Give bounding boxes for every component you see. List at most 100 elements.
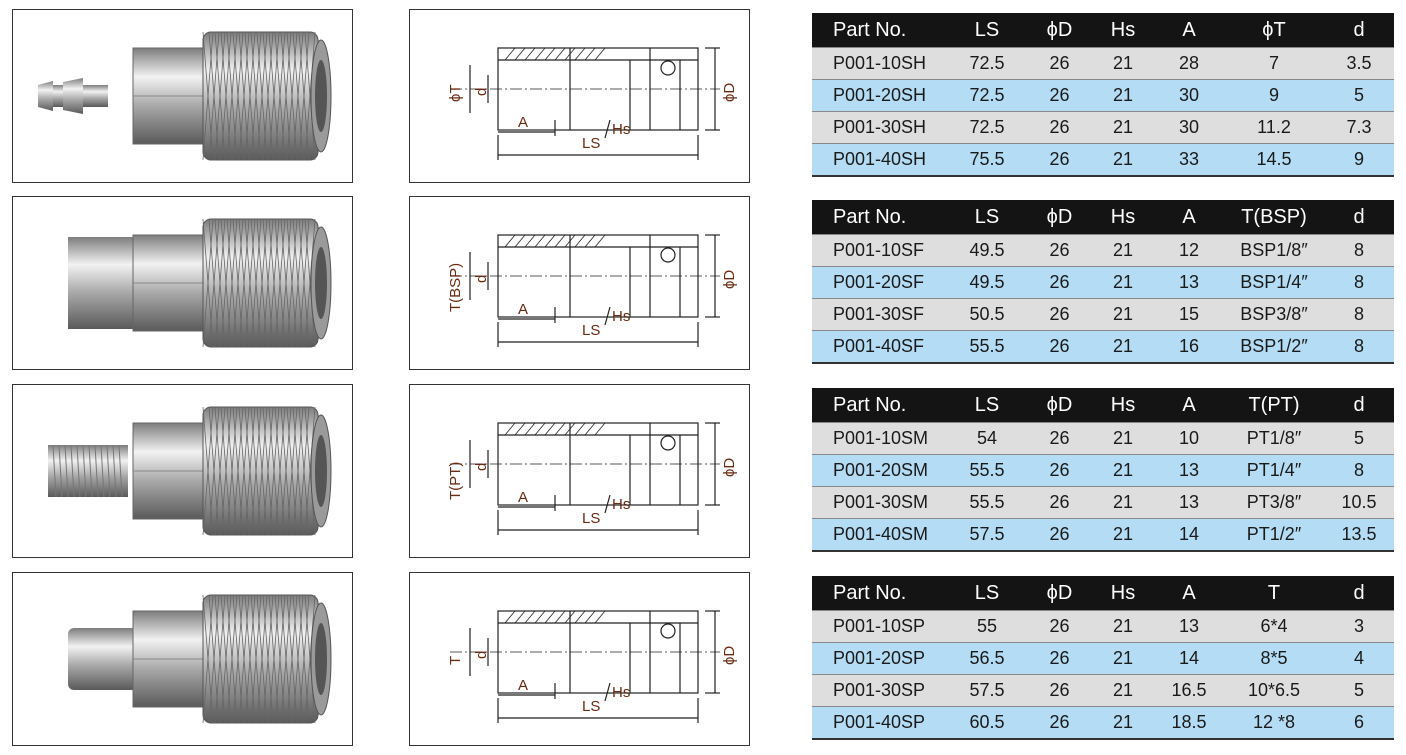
table-cell: 55.5 [947, 454, 1027, 487]
table-cell: 13 [1154, 486, 1224, 519]
table-cell: 5 [1324, 79, 1394, 112]
table-cell: 21 [1092, 610, 1154, 643]
table-cell: 9 [1324, 143, 1394, 176]
table-cell: 30 [1154, 111, 1224, 144]
table-cell: 18.5 [1154, 706, 1224, 739]
column-header: d [1324, 13, 1394, 48]
table-cell: 12 *8 [1224, 706, 1324, 739]
table-cell: 49.5 [947, 234, 1027, 267]
column-header: ϕD [1027, 576, 1092, 611]
technical-drawing-svg [450, 610, 720, 723]
table-cell: 26 [1027, 674, 1092, 707]
table-cell: P001-30SM [812, 486, 947, 519]
table-cell: 55.5 [947, 330, 1027, 363]
table-cell: 4 [1324, 642, 1394, 675]
table-cell: 26 [1027, 706, 1092, 739]
column-header: Part No. [812, 576, 947, 611]
table-cell: 10 [1154, 422, 1224, 455]
table-cell: 13 [1154, 610, 1224, 643]
table-cell: 26 [1027, 266, 1092, 299]
product-photo [12, 196, 353, 370]
table-cell: 72.5 [947, 47, 1027, 80]
table-cell: 7.3 [1324, 111, 1394, 144]
column-header: d [1324, 200, 1394, 235]
table-cell: 8*5 [1224, 642, 1324, 675]
table-cell: 8 [1324, 266, 1394, 299]
table-cell: 26 [1027, 454, 1092, 487]
table-cell: P001-40SP [812, 706, 947, 739]
table-cell: 7 [1224, 47, 1324, 80]
label-hs: Hs [612, 121, 631, 138]
table-cell: PT1/2″ [1224, 518, 1324, 551]
table-cell: 28 [1154, 47, 1224, 80]
column-header: LS [947, 576, 1027, 611]
table-cell: 26 [1027, 422, 1092, 455]
table-cell: 10*6.5 [1224, 674, 1324, 707]
label-hs: Hs [612, 308, 631, 325]
table-cell: BSP3/8″ [1224, 298, 1324, 331]
table-cell: 55 [947, 610, 1027, 643]
table-cell: 21 [1092, 706, 1154, 739]
table-cell: 30 [1154, 79, 1224, 112]
table-cell: 26 [1027, 518, 1092, 551]
label-d: d [473, 650, 490, 659]
technical-drawing-svg [450, 234, 720, 347]
label-phid: ϕD [721, 457, 738, 477]
table-cell: P001-30SH [812, 111, 947, 144]
label-hs: Hs [612, 496, 631, 513]
column-header: d [1324, 576, 1394, 611]
label-phid: ϕD [721, 82, 738, 102]
table-cell: 26 [1027, 330, 1092, 363]
table-cell: 14 [1154, 642, 1224, 675]
table-cell: 9 [1224, 79, 1324, 112]
column-header: A [1154, 200, 1224, 235]
column-header: A [1154, 576, 1224, 611]
table-cell: 26 [1027, 143, 1092, 176]
column-header: Hs [1092, 200, 1154, 235]
table-cell: 3 [1324, 610, 1394, 643]
column-header: Hs [1092, 13, 1154, 48]
table-cell: 16.5 [1154, 674, 1224, 707]
table-cell: 21 [1092, 298, 1154, 331]
column-header: ϕT [1224, 13, 1324, 48]
technical-drawing-svg [450, 47, 720, 160]
table-cell: 16 [1154, 330, 1224, 363]
table-cell: 21 [1092, 674, 1154, 707]
label-a: A [518, 114, 529, 131]
table-cell: 5 [1324, 674, 1394, 707]
column-header: Hs [1092, 576, 1154, 611]
column-header: T [1224, 576, 1324, 611]
table-cell: P001-40SH [812, 143, 947, 176]
label-t: T(PT) [447, 461, 464, 500]
table-cell: PT1/4″ [1224, 454, 1324, 487]
table-cell: 55.5 [947, 486, 1027, 519]
label-d: d [473, 462, 490, 471]
table-cell: BSP1/2″ [1224, 330, 1324, 363]
table-cell: 14.5 [1224, 143, 1324, 176]
table-cell: 60.5 [947, 706, 1027, 739]
label-ls: LS [582, 135, 601, 152]
table-cell: 21 [1092, 518, 1154, 551]
table-cell: 21 [1092, 454, 1154, 487]
table-cell: P001-30SF [812, 298, 947, 331]
column-header: ϕD [1027, 388, 1092, 423]
table-cell: 8 [1324, 298, 1394, 331]
column-header: A [1154, 13, 1224, 48]
table-cell: 13 [1154, 454, 1224, 487]
table-cell: BSP1/4″ [1224, 266, 1324, 299]
table-cell: 21 [1092, 330, 1154, 363]
table-cell: P001-40SM [812, 518, 947, 551]
label-a: A [518, 677, 529, 694]
